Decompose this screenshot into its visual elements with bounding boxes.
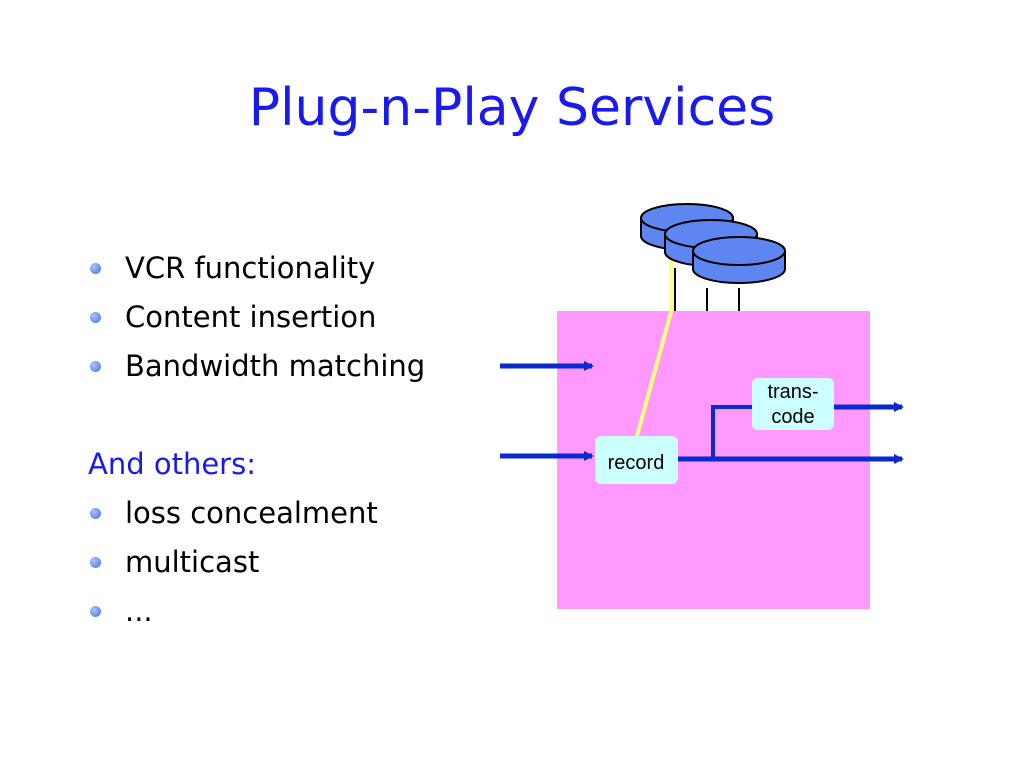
transcode-branch-line	[711, 405, 752, 459]
disk-icon	[692, 236, 786, 284]
bullet-dot-icon	[90, 508, 101, 519]
bullet-text: multicast	[125, 545, 260, 579]
transcode-label-line1: trans-	[767, 381, 818, 403]
bullet-item: Bandwidth matching	[88, 342, 425, 391]
record-label: record	[608, 452, 665, 474]
bullet-text: VCR functionality	[125, 251, 376, 285]
bullet-item: multicast	[88, 538, 425, 587]
bullet-item: loss concealment	[88, 489, 425, 538]
bullet-dot-icon	[90, 312, 101, 323]
bullet-dot-icon	[90, 361, 101, 372]
record-to-disk-link	[635, 254, 673, 437]
bullet-item: Content insertion	[88, 293, 425, 342]
bullet-text: loss concealment	[125, 496, 378, 530]
bullet-text: Bandwidth matching	[125, 349, 426, 383]
bullet-list: VCR functionality Content insertion Band…	[88, 244, 425, 636]
bullet-dot-icon	[90, 557, 101, 568]
bullet-dot-icon	[90, 606, 101, 617]
subheading: And others:	[88, 447, 256, 481]
transcode-box	[752, 378, 834, 430]
bullet-dot-icon	[90, 263, 101, 274]
bullet-item: VCR functionality	[88, 244, 425, 293]
record-box	[595, 436, 678, 484]
bullet-text: ...	[125, 594, 153, 628]
bullet-item: ...	[88, 587, 425, 636]
bullet-text: Content insertion	[125, 300, 377, 334]
transcode-label-line2: code	[771, 406, 814, 428]
slide-title: Plug-n-Play Services	[248, 78, 776, 138]
